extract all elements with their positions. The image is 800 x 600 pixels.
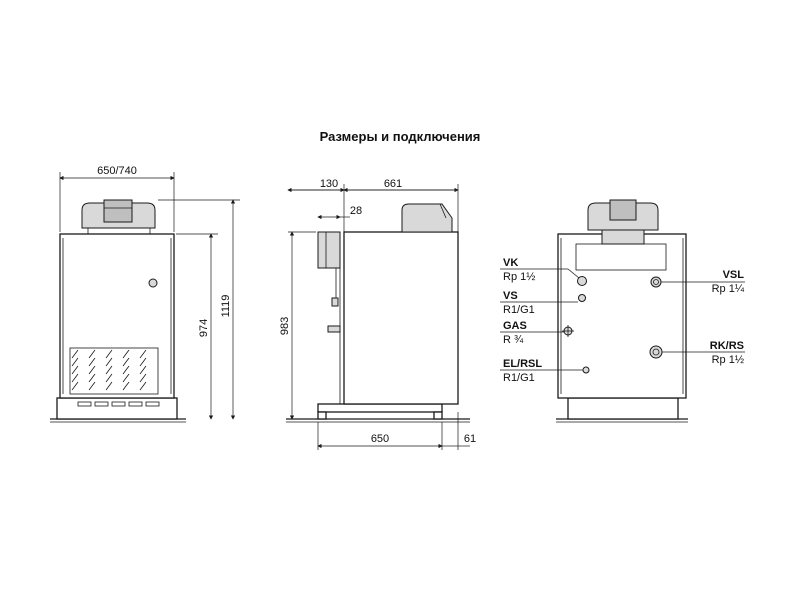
side-foot <box>317 411 327 420</box>
side-pipe-stub <box>327 325 341 333</box>
back-flue-outlet <box>609 199 637 221</box>
connection-elrsl-port <box>582 366 590 374</box>
side-base-frame <box>317 403 443 413</box>
connection-vs-port <box>578 294 586 302</box>
label-vsl-thread: Rp 1¼ <box>712 283 745 295</box>
front-plinth-slot <box>77 401 92 407</box>
front-control-knob <box>148 278 158 288</box>
label-rkrs-code: RK/RS <box>710 340 744 352</box>
label-elrsl-thread: R1/G1 <box>503 372 535 384</box>
front-casing <box>59 233 175 399</box>
label-rkrs-thread: Rp 1½ <box>712 354 744 366</box>
front-plinth-slot <box>128 401 143 407</box>
front-plinth-slot <box>145 401 160 407</box>
side-rear-connection-block <box>317 231 341 269</box>
side-foot-label: 61 <box>464 433 476 445</box>
front-plinth <box>56 397 178 420</box>
side-top-left-label: 130 <box>320 178 338 190</box>
label-vs-thread: R1/G1 <box>503 304 535 316</box>
label-gas-thread: R ¾ <box>503 334 524 346</box>
side-casing <box>343 231 459 405</box>
back-flue-connector <box>601 229 645 245</box>
side-top-right-label: 661 <box>384 178 402 190</box>
back-plinth <box>567 397 679 420</box>
side-foot <box>433 411 443 420</box>
connection-rkrs-port <box>649 345 663 359</box>
front-flue-outlet <box>103 199 133 223</box>
side-pipe-stub <box>331 297 339 307</box>
label-vsl-code: VSL <box>723 269 745 281</box>
side-height-label: 983 <box>279 317 291 335</box>
label-vs-code: VS <box>503 290 518 302</box>
back-view: VK Rp 1½ VS R1/G1 GAS R ¾ EL/RSL R1/G1 V… <box>500 199 745 423</box>
front-width-label: 650/740 <box>97 165 137 177</box>
front-body-height-label: 974 <box>198 319 210 337</box>
side-depth-label: 650 <box>371 433 389 445</box>
front-flue-base <box>87 227 151 235</box>
page-title: Размеры и подключения <box>320 129 481 144</box>
label-gas-code: GAS <box>503 320 527 332</box>
label-elrsl-code: EL/RSL <box>503 358 542 370</box>
front-plinth-slot <box>111 401 126 407</box>
connection-vk-port <box>577 276 587 286</box>
side-28-label: 28 <box>350 205 362 217</box>
label-vk-thread: Rp 1½ <box>503 271 535 283</box>
label-vk-code: VK <box>503 257 518 269</box>
side-view: 130 661 28 983 650 61 <box>279 178 476 450</box>
front-plinth-slot <box>94 401 109 407</box>
front-louvres <box>69 347 159 395</box>
back-collector-box <box>575 243 667 271</box>
side-flue-hood <box>401 203 453 233</box>
front-total-height-label: 1119 <box>220 295 232 318</box>
connection-vsl-port <box>650 276 662 288</box>
front-view: 650/740 974 1119 <box>50 165 240 423</box>
back-casing <box>557 233 687 399</box>
